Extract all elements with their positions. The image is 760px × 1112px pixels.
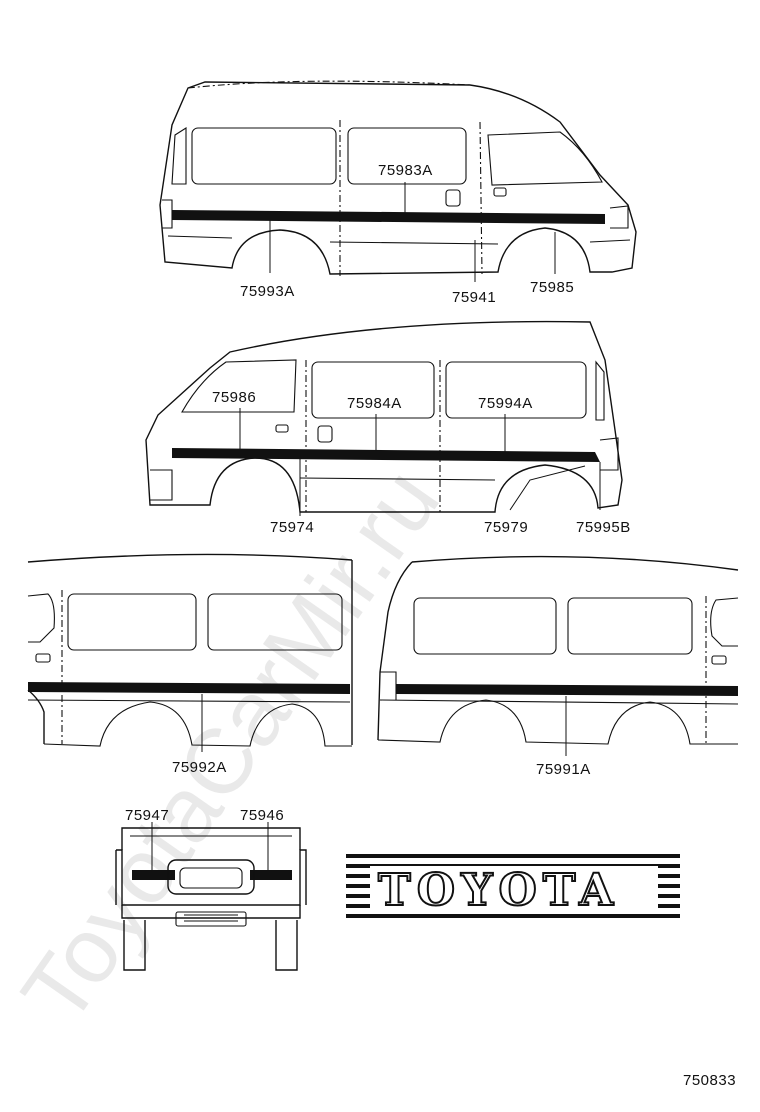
part-label-75984A: 75984A — [347, 395, 402, 412]
van-left-side — [145, 320, 623, 513]
part-label-75991A: 75991A — [536, 761, 591, 778]
part-label-75986: 75986 — [212, 389, 256, 406]
part-label-75941: 75941 — [452, 289, 496, 306]
watermark-text: ToyotaCarMir.ru — [3, 451, 459, 1041]
part-label-75994A: 75994A — [478, 395, 533, 412]
toyota-emblem-decal: TOYOTA — [346, 854, 680, 918]
van-long-left-side — [377, 555, 739, 745]
part-label-75985: 75985 — [530, 279, 574, 296]
van-right-side — [159, 80, 637, 276]
van-rear-view — [115, 827, 307, 971]
diagram-code: 750833 — [683, 1072, 736, 1089]
part-label-75946: 75946 — [240, 807, 284, 824]
van-long-right-side — [27, 553, 353, 747]
part-label-75979: 75979 — [484, 519, 528, 536]
part-label-75983A: 75983A — [378, 162, 433, 179]
part-label-75992A: 75992A — [172, 759, 227, 776]
part-label-75974: 75974 — [270, 519, 314, 536]
part-label-75947: 75947 — [125, 807, 169, 824]
emblem-text: TOYOTA — [378, 865, 619, 916]
part-label-75993A: 75993A — [240, 283, 295, 300]
part-label-75995B: 75995B — [576, 519, 631, 536]
